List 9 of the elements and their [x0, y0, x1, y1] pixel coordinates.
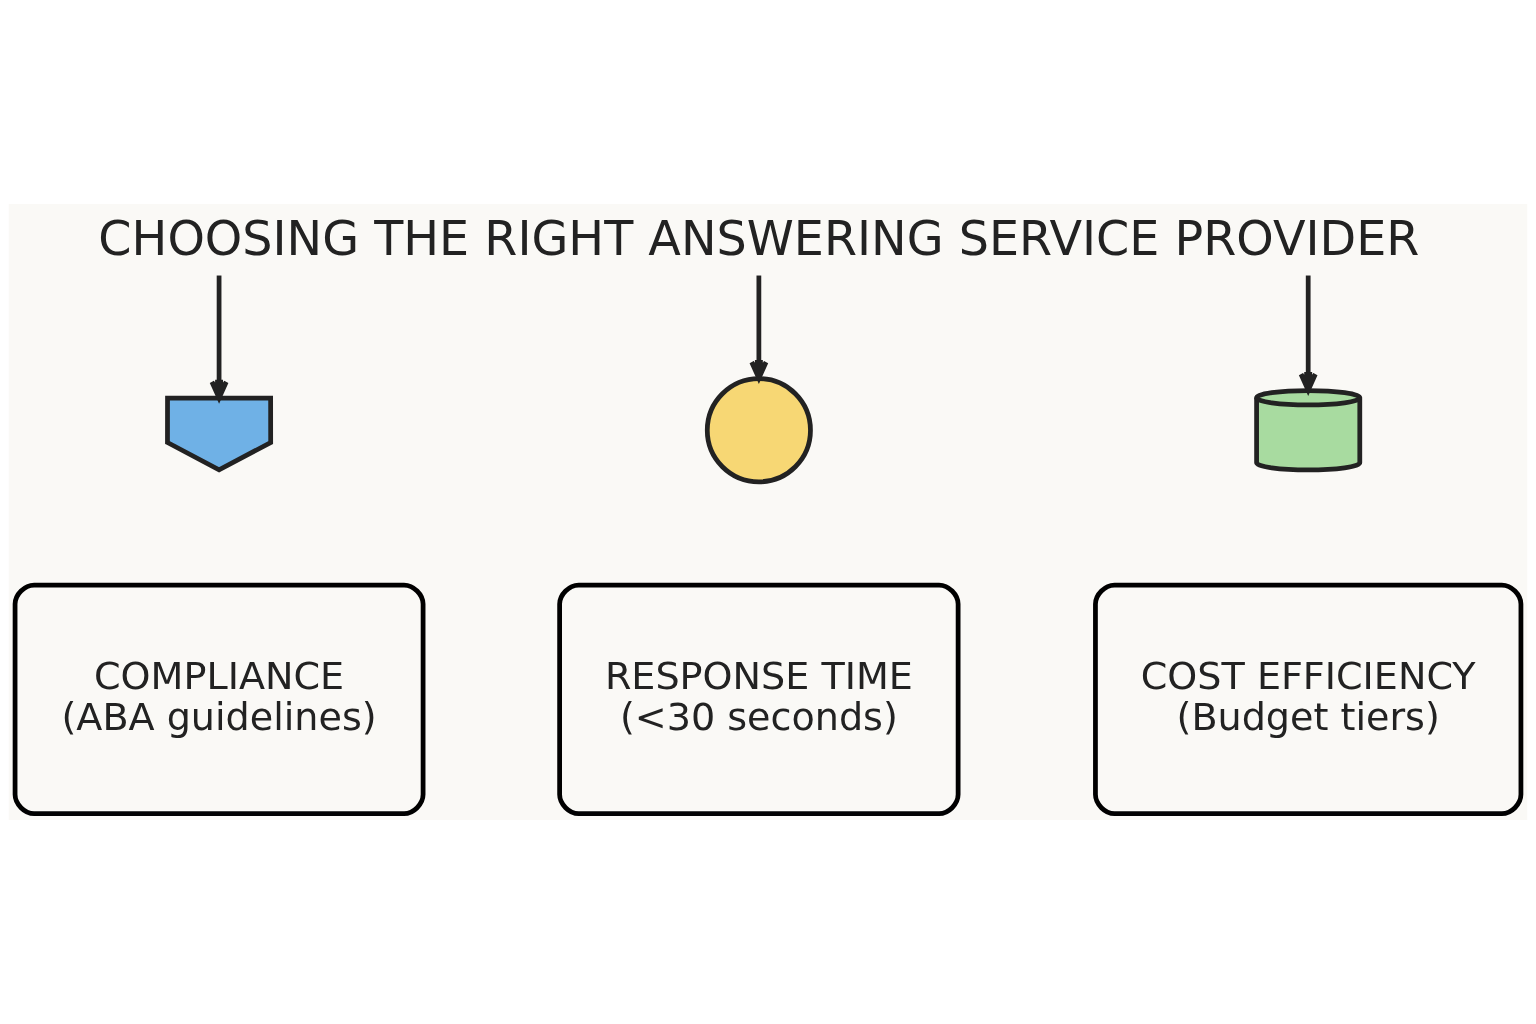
arrow	[749, 275, 769, 381]
node-gavel	[165, 395, 274, 473]
node-clock	[704, 376, 813, 485]
node-text: CHOOSING THE RIGHT ANSWERING SERVICE PROVIDER	[98, 210, 1420, 266]
node-box: COST EFFICIENCY (Budget tiers)	[1093, 582, 1524, 817]
arrow	[209, 275, 229, 401]
node-box: RESPONSE TIME (<30 seconds)	[557, 582, 961, 817]
node-box: COMPLIANCE (ABA guidelines)	[12, 582, 426, 817]
arrow	[1298, 275, 1318, 393]
